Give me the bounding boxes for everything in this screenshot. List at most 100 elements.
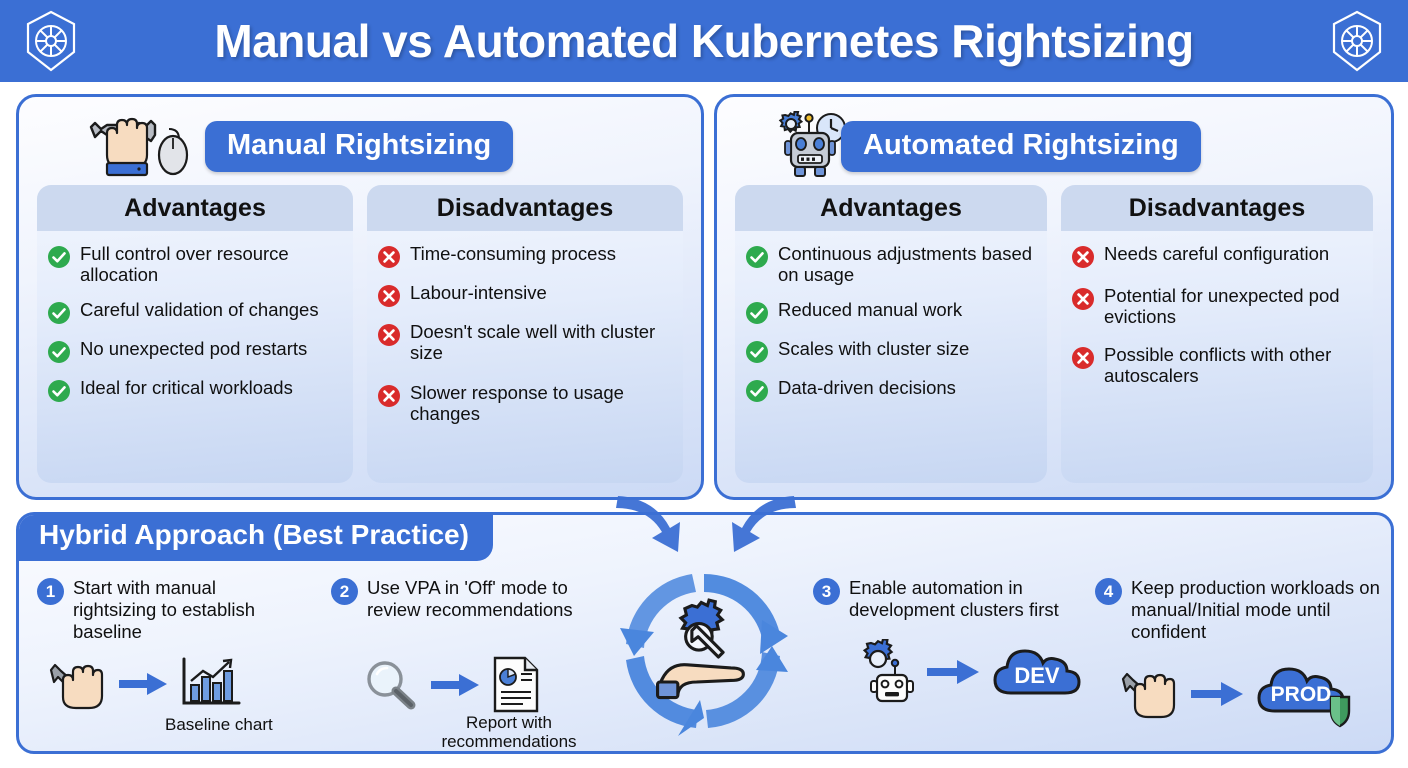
check-circle-icon xyxy=(48,246,70,268)
panel-manual-header: Manual Rightsizing xyxy=(19,97,701,185)
check-circle-icon xyxy=(746,246,768,268)
page-header: Manual vs Automated Kubernetes Rightsizi… xyxy=(0,0,1408,82)
list-item-text: Scales with cluster size xyxy=(778,337,970,359)
arrow-right-icon xyxy=(927,660,979,684)
automated-advantages-column: Advantages Continuous adjustments based … xyxy=(735,185,1047,483)
manual-disadvantages-list: Time-consuming process Labour-intensive … xyxy=(367,231,683,425)
hybrid-step-2: 2 Use VPA in 'Off' mode to review recomm… xyxy=(331,577,591,751)
panel-automated-header: Automated Rightsizing xyxy=(717,97,1391,185)
cloud-label: PROD xyxy=(1271,683,1332,706)
list-item: Doesn't scale well with cluster size xyxy=(377,321,673,364)
column-heading: Advantages xyxy=(37,185,353,231)
list-item: Scales with cluster size xyxy=(745,338,1037,364)
report-document-icon xyxy=(493,656,539,713)
panel-automated-rightsizing: Automated Rightsizing Advantages Continu… xyxy=(714,94,1394,500)
step-description: Enable automation in development cluster… xyxy=(849,577,1059,620)
list-item: Potential for unexpected pod evictions xyxy=(1071,285,1363,328)
arrow-right-icon xyxy=(431,674,479,696)
list-item: Time-consuming process xyxy=(377,243,673,269)
list-item-text: Data-driven decisions xyxy=(778,376,956,398)
list-item-text: Ideal for critical workloads xyxy=(80,376,293,398)
arrow-right-icon xyxy=(1191,682,1243,706)
list-item-text: Full control over resource allocation xyxy=(80,243,289,286)
list-item-text: Reduced manual work xyxy=(778,298,963,320)
x-circle-icon xyxy=(1072,288,1094,310)
converging-arrows xyxy=(616,496,796,552)
hybrid-steps: 1 Start with manual rightsizing to estab… xyxy=(19,577,1391,751)
manual-advantages-column: Advantages Full control over resource al… xyxy=(37,185,353,483)
list-item-text: Careful validation of changes xyxy=(80,298,319,320)
x-circle-icon xyxy=(1072,346,1094,369)
list-item-text: Potential for unexpected pod evictions xyxy=(1104,285,1340,328)
automated-disadvantages-list: Needs careful configuration Potential fo… xyxy=(1061,231,1373,387)
list-item: Ideal for critical workloads xyxy=(47,377,343,403)
column-heading: Disadvantages xyxy=(1061,185,1373,231)
page-title: Manual vs Automated Kubernetes Rightsizi… xyxy=(214,15,1194,67)
list-item-text: Continuous adjustments based on usage xyxy=(778,243,1033,286)
list-item-text: Slower response to usage changes xyxy=(410,381,624,425)
list-item-text: Possible conflicts with other autoscaler… xyxy=(1104,343,1332,387)
check-circle-icon xyxy=(48,301,70,324)
list-item: Data-driven decisions xyxy=(745,377,1037,403)
hybrid-step-3: 3 Enable automation in development clust… xyxy=(813,577,1081,703)
step-flow-caption: Baseline chart xyxy=(165,715,273,734)
x-circle-icon xyxy=(1072,246,1094,268)
step-number-badge: 1 xyxy=(37,578,64,605)
gear-robot-icon xyxy=(862,639,914,703)
list-item: Possible conflicts with other autoscaler… xyxy=(1071,344,1363,387)
list-item: Needs careful configuration xyxy=(1071,243,1363,269)
check-circle-icon xyxy=(746,379,768,402)
automated-disadvantages-column: Disadvantages Needs careful configuratio… xyxy=(1061,185,1373,483)
step-number-badge: 3 xyxy=(813,578,840,605)
robot-with-gear-and-clock-icon xyxy=(778,111,846,177)
list-item-text: Doesn't scale well with cluster size xyxy=(410,321,656,364)
column-heading: Advantages xyxy=(735,185,1047,231)
list-item-text: Labour-intensive xyxy=(410,282,547,303)
hand-holding-gear-wrench-cycle-icon xyxy=(620,573,788,736)
cloud-label: DEV xyxy=(1014,663,1060,688)
list-item: Continuous adjustments based on usage xyxy=(745,243,1037,286)
list-item: Labour-intensive xyxy=(377,282,673,308)
automated-advantages-list: Continuous adjustments based on usage Re… xyxy=(735,231,1047,403)
x-circle-icon xyxy=(378,384,400,407)
cloud-shield-icon: PROD xyxy=(1257,667,1351,728)
x-circle-icon xyxy=(378,324,400,346)
automated-columns: Advantages Continuous adjustments based … xyxy=(717,185,1391,483)
list-item: Slower response to usage changes xyxy=(377,382,673,425)
list-item: No unexpected pod restarts xyxy=(47,338,343,364)
manual-columns: Advantages Full control over resource al… xyxy=(19,185,701,483)
kubernetes-helm-icon-right xyxy=(1332,10,1382,72)
x-circle-icon xyxy=(378,285,400,307)
step-number-badge: 4 xyxy=(1095,578,1122,605)
list-item-text: No unexpected pod restarts xyxy=(80,337,308,359)
step-number-badge: 2 xyxy=(331,578,358,605)
panel-automated-badge: Automated Rightsizing xyxy=(841,121,1201,172)
magnifier-icon xyxy=(367,661,416,710)
hand-with-wrench-and-mouse-icon xyxy=(89,117,189,177)
hand-with-wrench-icon xyxy=(49,663,104,710)
step-description: Start with manual rightsizing to establi… xyxy=(73,577,256,642)
step-flow-caption: Report with recommendations xyxy=(441,713,577,752)
cloud-icon: DEV xyxy=(993,649,1081,695)
column-heading: Disadvantages xyxy=(367,185,683,231)
hybrid-step-4: 4 Keep production workloads on manual/In… xyxy=(1095,577,1383,728)
hybrid-step-1: 1 Start with manual rightsizing to estab… xyxy=(37,577,287,734)
x-circle-icon xyxy=(378,246,400,268)
check-circle-icon xyxy=(48,379,70,402)
check-circle-icon xyxy=(746,301,768,324)
bar-chart-trend-icon xyxy=(182,657,241,705)
list-item: Full control over resource allocation xyxy=(47,243,343,286)
list-item-text: Time-consuming process xyxy=(410,243,616,264)
hybrid-title: Hybrid Approach (Best Practice) xyxy=(19,515,493,561)
step-description: Keep production workloads on manual/Init… xyxy=(1131,577,1380,642)
list-item: Reduced manual work xyxy=(745,299,1037,325)
check-circle-icon xyxy=(48,340,70,363)
step-description: Use VPA in 'Off' mode to review recommen… xyxy=(367,577,573,620)
panel-manual-rightsizing: Manual Rightsizing Advantages Full contr… xyxy=(16,94,704,500)
list-item-text: Needs careful configuration xyxy=(1104,243,1330,264)
manual-disadvantages-column: Disadvantages Time-consuming process Lab… xyxy=(367,185,683,483)
check-circle-icon xyxy=(746,340,768,363)
manual-advantages-list: Full control over resource allocation Ca… xyxy=(37,231,353,403)
hand-with-wrench-icon xyxy=(1121,672,1176,719)
